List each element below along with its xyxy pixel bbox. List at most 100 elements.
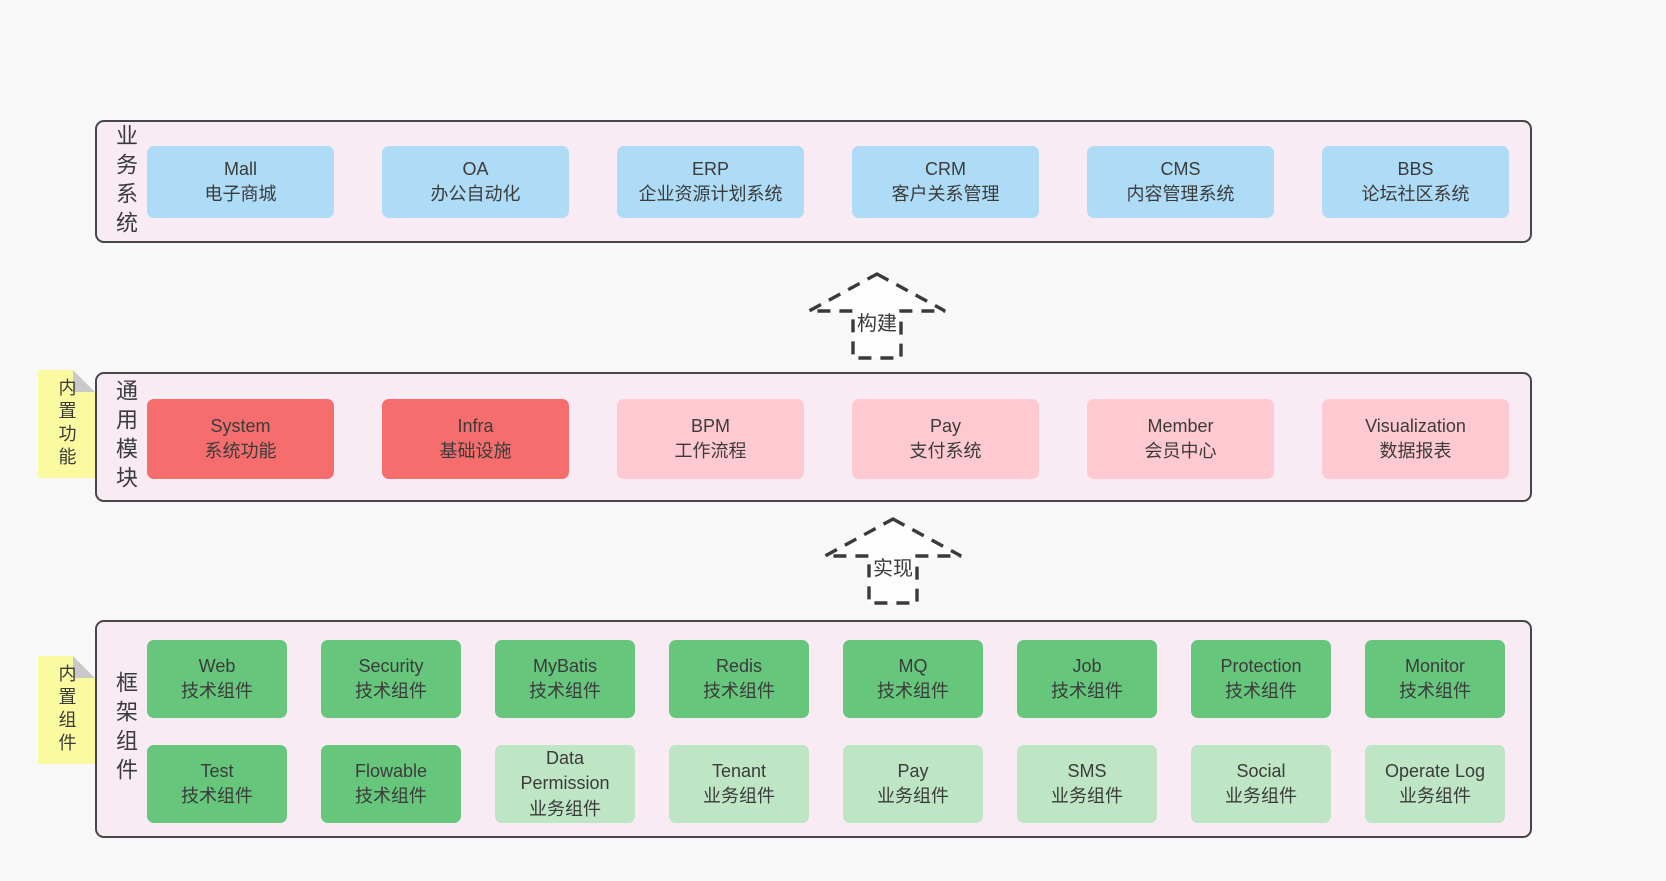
box-title: Redis [715,655,763,676]
box-social: Social 业务组件 [1191,745,1331,823]
box-member: Member 会员中心 [1087,399,1274,479]
box-title: MyBatis [532,655,597,676]
box-subtitle: 技术组件 [703,681,775,701]
box-title: BPM [690,415,730,436]
box-subtitle: 技术组件 [1225,681,1297,701]
box-subtitle: 客户关系管理 [891,184,1000,204]
box-title: Pay [897,760,929,781]
box-subtitle: 业务组件 [529,798,601,819]
box-title: Pay [929,415,962,436]
box-mybatis: MyBatis 技术组件 [495,640,635,718]
box-subtitle: 业务组件 [1225,786,1297,806]
box-title: OA [462,158,489,179]
box-title: Infra [457,415,494,436]
box-title: Protection [1220,655,1302,676]
box-title: Operate Log [1384,760,1486,781]
box-title: Data Permission [520,748,610,794]
box-erp: ERP 企业资源计划系统 [617,146,804,218]
box-subtitle: 内容管理系统 [1126,184,1235,204]
box-data-permission: Data Permission 业务组件 [495,745,635,823]
box-title: SMS [1067,760,1107,781]
box-subtitle: 技术组件 [529,681,601,701]
box-subtitle: 电子商城 [204,184,277,204]
box-title: CRM [925,158,966,179]
box-visualization: Visualization 数据报表 [1322,399,1509,479]
box-title: Security [358,655,424,676]
sticky-note-built-in-components: 内置组件 [38,656,95,764]
box-subtitle: 技术组件 [355,786,427,806]
box-subtitle: 数据报表 [1379,441,1452,461]
box-protection: Protection 技术组件 [1191,640,1331,718]
box-title: Test [200,760,234,781]
box-title: Visualization [1365,415,1466,436]
box-subtitle: 办公自动化 [430,184,521,204]
box-title: Job [1072,655,1102,676]
box-title: Web [198,655,236,676]
sticky-note-label: 内置功能 [56,378,77,470]
box-mall: Mall 电子商城 [147,146,334,218]
box-subtitle: 技术组件 [355,681,427,701]
framework-components-label: 框架组件 [113,671,138,787]
box-title: ERP [691,158,729,179]
implement-arrow-label: 实现 [872,558,914,581]
box-subtitle: 企业资源计划系统 [638,184,783,204]
box-security: Security 技术组件 [321,640,461,718]
box-subtitle: 业务组件 [1399,786,1471,806]
box-mq: MQ 技术组件 [843,640,983,718]
sticky-note-built-in-features: 内置功能 [38,370,95,478]
implement-arrow: 实现 [822,516,964,606]
layer-framework-components: 框架组件 Web 技术组件 Security 技术组件 MyBatis 技术组件 Redis… [95,620,1532,838]
box-subtitle: 技术组件 [181,681,253,701]
box-title: BBS [1397,158,1434,179]
box-title: MQ [898,655,928,676]
box-flowable: Flowable 技术组件 [321,745,461,823]
box-sms: SMS 业务组件 [1017,745,1157,823]
box-subtitle: 业务组件 [877,786,949,806]
common-modules-label: 通用模块 [113,379,138,495]
box-subtitle: 业务组件 [1051,786,1123,806]
box-pay: Pay 业务组件 [843,745,983,823]
box-subtitle: 技术组件 [877,681,949,701]
business-systems-label: 业务系统 [113,123,138,240]
box-pay: Pay 支付系统 [852,399,1039,479]
box-cms: CMS 内容管理系统 [1087,146,1274,218]
box-title: Social [1236,760,1286,781]
box-subtitle: 支付系统 [909,441,982,461]
box-web: Web 技术组件 [147,640,287,718]
box-subtitle: 系统功能 [204,441,277,461]
box-subtitle: 技术组件 [1399,681,1471,701]
box-system: System 系统功能 [147,399,334,479]
box-bpm: BPM 工作流程 [617,399,804,479]
build-arrow: 构建 [806,271,948,361]
business-systems-row: Mall 电子商城 OA 办公自动化 ERP 企业资源计划系统 CRM 客户关系管理 CMS 内容… [147,146,1509,218]
box-title: CMS [1160,158,1201,179]
box-subtitle: 论坛社区系统 [1361,184,1470,204]
layer-business-systems: 业务系统 Mall 电子商城 OA 办公自动化 ERP 企业资源计划系统 CRM 客户关系管理… [95,120,1532,243]
box-subtitle: 技术组件 [181,786,253,806]
box-bbs: BBS 论坛社区系统 [1322,146,1509,218]
box-oa: OA 办公自动化 [382,146,569,218]
box-title: System [210,415,271,436]
box-title: Member [1147,415,1214,436]
box-subtitle: 工作流程 [674,441,747,461]
box-crm: CRM 客户关系管理 [852,146,1039,218]
box-title: Tenant [711,760,767,781]
sticky-note-label: 内置组件 [56,664,77,756]
box-subtitle: 会员中心 [1144,441,1217,461]
box-title: Flowable [354,760,428,781]
box-operate-log: Operate Log 业务组件 [1365,745,1505,823]
box-test: Test 技术组件 [147,745,287,823]
box-subtitle: 技术组件 [1051,681,1123,701]
box-title: Mall [223,158,257,179]
box-tenant: Tenant 业务组件 [669,745,809,823]
box-subtitle: 业务组件 [703,786,775,806]
box-job: Job 技术组件 [1017,640,1157,718]
build-arrow-label: 构建 [856,313,898,336]
